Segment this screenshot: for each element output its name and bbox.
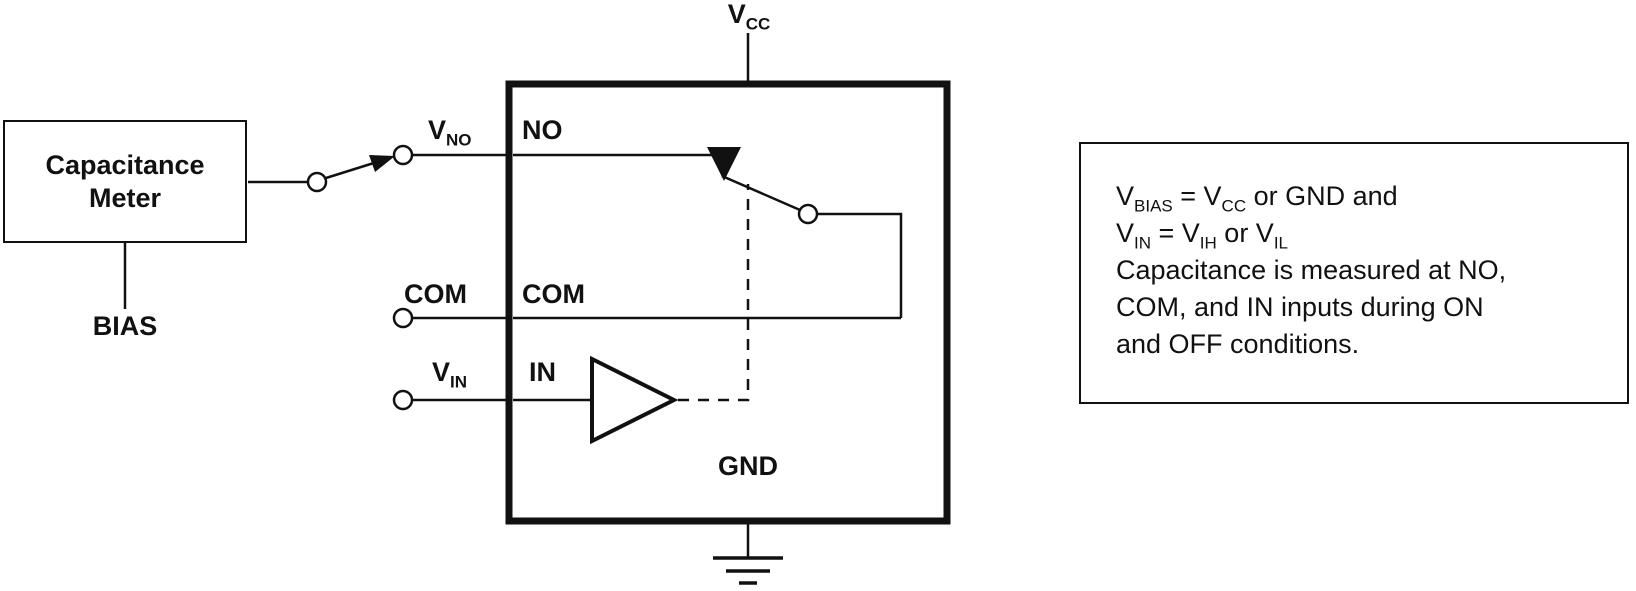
note-line-3: Capacitance is measured at NO,: [1116, 255, 1507, 285]
note-line-5: and OFF conditions.: [1116, 329, 1360, 359]
capacitance-meter-label-line2: Meter: [88, 182, 162, 213]
com-feedback-wire: [817, 212, 903, 318]
bias-label: BIAS: [92, 311, 158, 341]
internal-switch-arm: [721, 174, 801, 212]
internal-switch-arrowhead: [707, 147, 741, 181]
vcc-label: VCC: [727, 0, 771, 34]
com-pin-label: COM: [522, 279, 585, 309]
note-box: VBIAS = VCC or GND and VIN = VIH or VIL …: [1079, 142, 1629, 404]
in-pin-label: IN: [529, 357, 556, 387]
vin-terminal: [392, 389, 414, 411]
device-outline: [505, 80, 951, 525]
note-line-1: VBIAS = VCC or GND and: [1116, 181, 1398, 216]
note-line-4: COM, and IN inputs during ON: [1116, 292, 1484, 322]
control-dashed-wire: [678, 184, 750, 402]
vno-terminal: [392, 144, 414, 166]
vin-label: VIN: [432, 357, 468, 392]
external-switch-arrowhead: [369, 155, 395, 172]
external-switch-arm: [325, 160, 378, 180]
no-pin-label: NO: [522, 115, 563, 145]
com-external-label: COM: [404, 279, 467, 309]
gnd-label: GND: [718, 451, 778, 481]
com-terminal: [392, 307, 414, 329]
internal-switch-contact-terminal: [797, 203, 819, 225]
capacitance-meter-label-line1: Capacitance: [45, 149, 205, 180]
note-line-2: VIN = VIH or VIL: [1116, 218, 1289, 253]
vno-label: VNO: [428, 115, 472, 150]
buffer-gate: [590, 355, 679, 445]
capacitance-meter-box: Capacitance Meter: [3, 120, 247, 243]
external-switch-pole-terminal: [306, 171, 328, 193]
